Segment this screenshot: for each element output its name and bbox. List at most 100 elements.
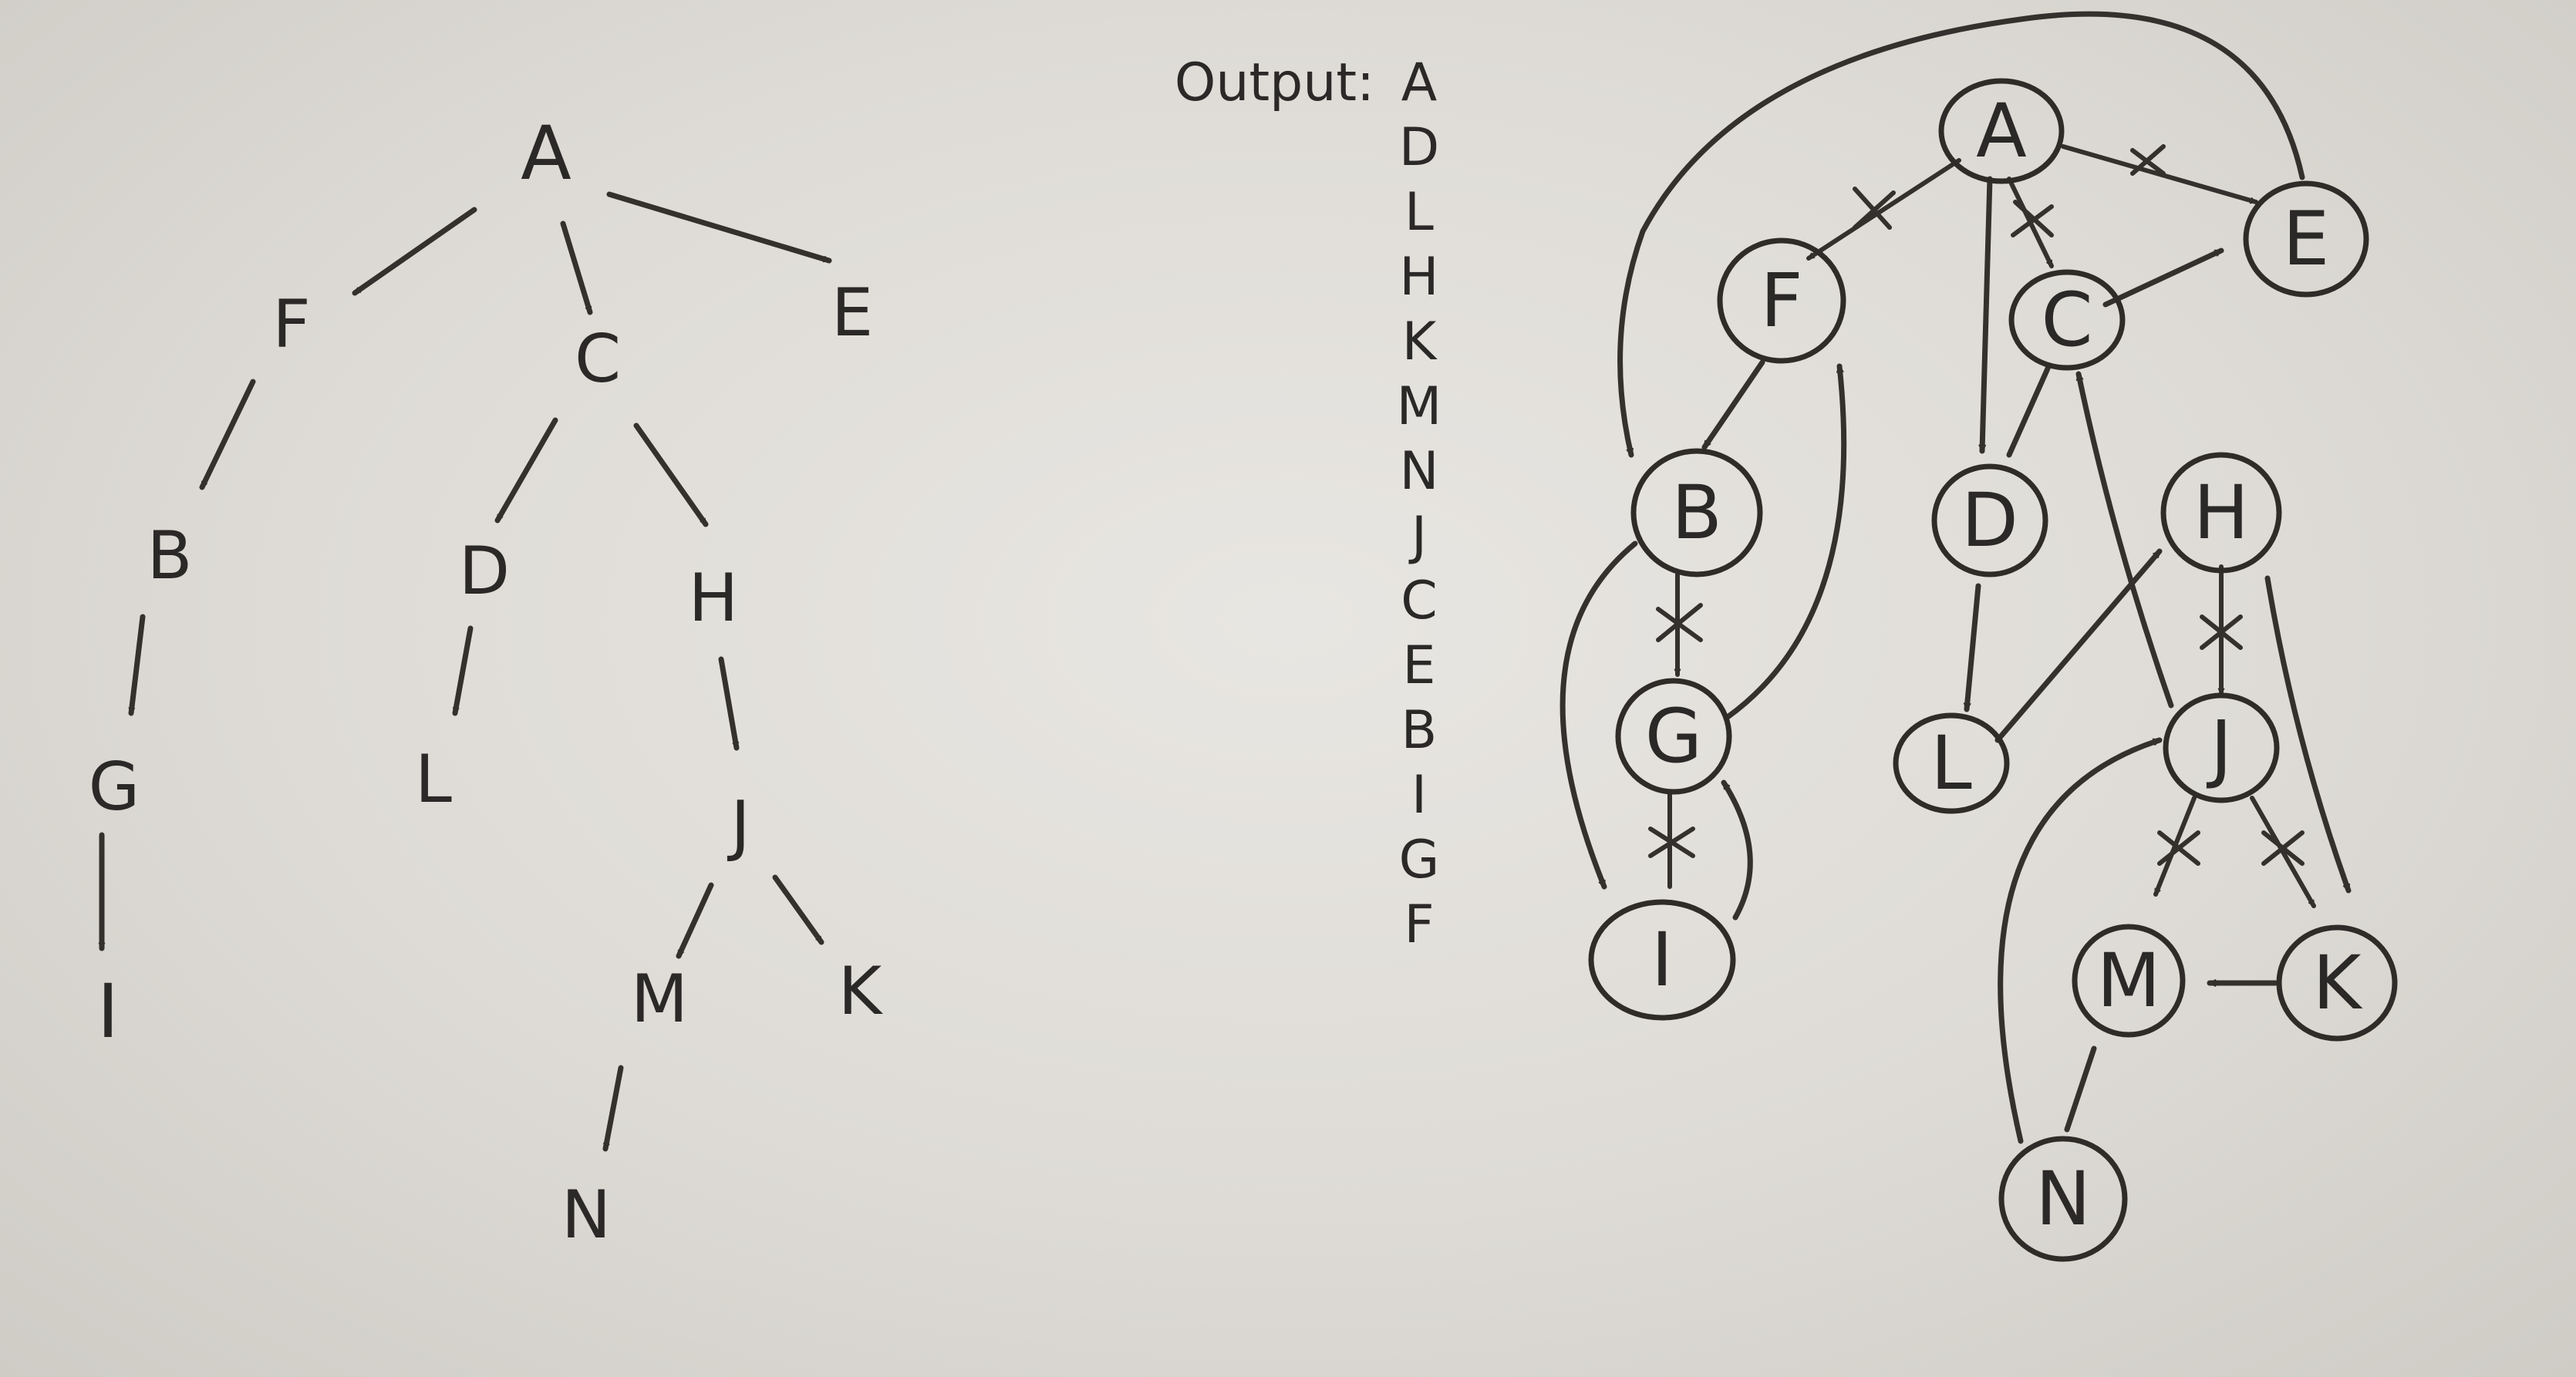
traversal-edge-L-H (1994, 548, 2163, 743)
right-node-G: G (1615, 678, 1732, 795)
right-nodes: A E F C B D H (1588, 78, 2398, 1262)
svg-text:E: E (2283, 196, 2330, 282)
traversal-edge-D-L (1963, 583, 1981, 712)
output-item: L (1404, 182, 1434, 243)
left-tree-edges (98, 191, 832, 1152)
output-item: I (1411, 765, 1427, 826)
svg-text:F: F (1760, 258, 1802, 344)
left-node-G: G (89, 749, 140, 826)
output-item: E (1403, 635, 1436, 696)
right-node-L: L (1893, 712, 2010, 814)
edge-M-N (602, 1065, 624, 1152)
right-node-I: I (1588, 899, 1736, 1021)
traversal-edge-H-K (2264, 575, 2352, 894)
cross-mark (2261, 830, 2305, 866)
left-node-J: J (727, 787, 750, 864)
svg-text:N: N (2035, 1156, 2091, 1242)
left-tree-labels: A F C E B D H G L J I M K N (89, 110, 884, 1254)
traversal-edge-C-D (2006, 365, 2051, 458)
left-node-E: E (831, 274, 873, 352)
left-node-H: H (689, 560, 739, 637)
left-node-K: K (838, 953, 884, 1030)
edge-A-C (560, 221, 593, 315)
output-item: F (1404, 894, 1434, 955)
left-node-F: F (272, 286, 310, 363)
cross-mark (1853, 187, 1896, 230)
right-node-N: N (1998, 1136, 2128, 1262)
edge-C-H (633, 423, 709, 527)
right-node-K: K (2276, 924, 2398, 1042)
traversal-edge-F-B (1701, 359, 1765, 450)
right-node-C: C (2008, 269, 2126, 371)
cross-mark (2011, 200, 2054, 237)
right-node-F: F (1717, 237, 1846, 364)
traversal-edge-I-G (1721, 779, 1753, 921)
svg-text:A: A (1976, 88, 2027, 174)
output-item: B (1401, 700, 1438, 761)
traversal-edge-E-B (1617, 11, 2305, 458)
output-list: Output: A D L H K M N J C E B I G F (1175, 52, 1441, 955)
output-item: N (1400, 441, 1439, 502)
right-node-B: B (1630, 448, 1763, 577)
traversal-edge-J-C (2075, 371, 2174, 709)
cross-mark (2200, 614, 2243, 650)
edge-J-M (676, 882, 714, 959)
output-item: J (1408, 506, 1427, 567)
output-item: G (1399, 830, 1440, 891)
traversal-edge-G-F (1725, 363, 1847, 720)
right-node-A: A (1938, 78, 2065, 184)
edge-B-G (128, 614, 146, 716)
left-node-D: D (459, 533, 510, 610)
svg-text:J: J (2207, 705, 2232, 791)
right-node-D: D (1931, 463, 2048, 577)
left-node-C: C (575, 321, 621, 398)
right-cross-marks (1648, 144, 2305, 866)
left-node-B: B (147, 517, 193, 594)
cross-mark (1656, 603, 1703, 642)
cross-mark (2130, 144, 2166, 176)
output-item: A (1401, 52, 1438, 113)
right-node-M: M (2072, 924, 2186, 1038)
output-item: K (1402, 311, 1438, 372)
cross-mark (2157, 830, 2200, 866)
svg-text:C: C (2041, 277, 2092, 363)
svg-text:M: M (2097, 938, 2161, 1024)
traversal-edge-N-J (1998, 737, 2163, 1144)
svg-text:H: H (2193, 470, 2249, 556)
svg-text:D: D (1961, 477, 2018, 564)
crossed-edge-A-E (2061, 144, 2258, 204)
traversal-edge-A-D (1978, 176, 1993, 454)
right-node-H: H (2160, 452, 2282, 574)
edge-D-L (452, 625, 474, 716)
right-node-J: J (2163, 692, 2280, 803)
edge-F-B (199, 379, 256, 490)
right-node-E: E (2243, 180, 2369, 298)
traversal-edge-C-E (2102, 247, 2224, 308)
right-traversal-edges (1559, 11, 2352, 1144)
output-heading: Output: (1175, 52, 1374, 113)
right-graph: A E F C B D H (1559, 11, 2398, 1262)
cross-mark (1648, 827, 1695, 858)
svg-text:I: I (1651, 917, 1673, 1003)
output-item: M (1397, 376, 1442, 437)
output-item: C (1401, 571, 1437, 631)
edge-A-E (606, 191, 832, 264)
svg-text:B: B (1671, 470, 1722, 556)
svg-text:L: L (1930, 720, 1971, 806)
left-node-L: L (415, 741, 452, 818)
traversal-edge-M-N (2064, 1045, 2097, 1133)
output-item: D (1399, 117, 1439, 178)
edge-J-K (772, 874, 824, 945)
left-node-N: N (561, 1177, 611, 1254)
output-item: H (1399, 247, 1438, 308)
crossed-edge-A-F (1806, 158, 1961, 261)
traversal-edge-B-I (1559, 540, 1638, 890)
left-node-A: A (521, 110, 572, 197)
svg-text:K: K (2313, 940, 2363, 1026)
left-node-M: M (631, 961, 688, 1038)
edge-H-J (718, 656, 740, 751)
svg-text:G: G (1645, 693, 1702, 779)
edge-C-D (494, 417, 558, 524)
